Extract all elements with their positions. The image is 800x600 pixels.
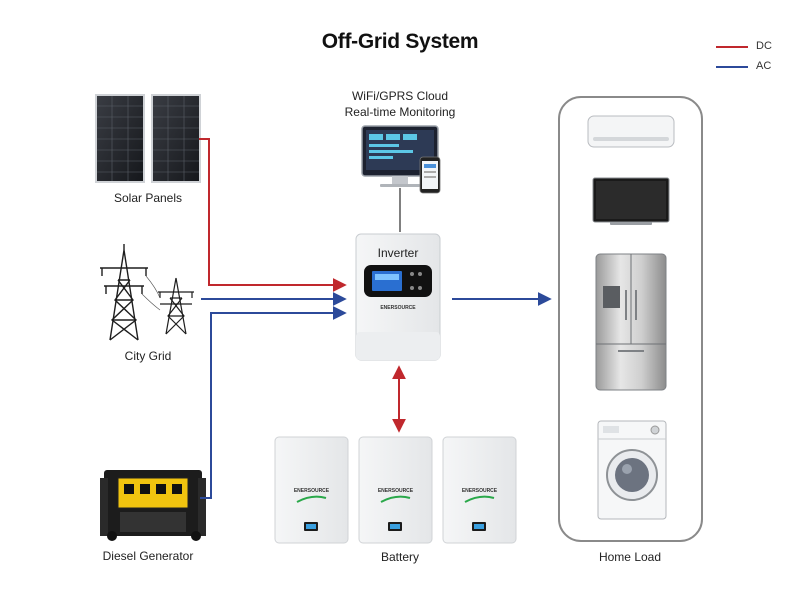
inverter-device	[355, 233, 441, 361]
legend-dc-label: DC	[756, 40, 772, 52]
home-load-label: Home Load	[598, 550, 662, 564]
refrigerator-icon	[595, 253, 667, 391]
battery-unit	[442, 436, 517, 544]
diesel-generator-label: Diesel Generator	[102, 549, 194, 563]
solar-panels-label: Solar Panels	[113, 191, 183, 205]
inverter-brand: ENERSOURCE	[380, 305, 416, 311]
power-tower-small-icon	[158, 277, 194, 335]
battery-unit	[358, 436, 433, 544]
battery-brand: ENERSOURCE	[377, 488, 414, 494]
battery-brand: ENERSOURCE	[293, 488, 330, 494]
ac-line-generator	[200, 306, 347, 499]
legend-ac-label: AC	[756, 60, 772, 72]
battery-label: Battery	[380, 550, 419, 564]
page-title: Off-Grid System	[321, 30, 479, 53]
solar-panels-icon	[95, 94, 201, 183]
monitoring-label: WiFi/GPRS Cloud Real-time Monitoring	[320, 88, 480, 120]
diesel-generator-icon	[100, 470, 206, 541]
monitoring-line2: Real-time Monitoring	[344, 105, 456, 119]
home-load-container	[558, 96, 703, 542]
monitoring-line1: WiFi/GPRS Cloud	[351, 89, 449, 103]
washing-machine-icon	[597, 420, 667, 520]
air-conditioner-icon	[587, 115, 675, 148]
city-grid-label: City Grid	[124, 349, 172, 363]
smartphone-icon	[419, 156, 441, 194]
inverter-label: Inverter	[377, 246, 419, 260]
power-tower-icon	[100, 244, 148, 341]
dc-line-solar	[199, 138, 347, 292]
legend-dc-line	[716, 46, 748, 48]
battery-brand: ENERSOURCE	[461, 488, 498, 494]
legend-ac-line	[716, 66, 748, 68]
television-icon	[592, 177, 670, 225]
power-lines	[141, 275, 161, 311]
battery-unit	[274, 436, 349, 544]
